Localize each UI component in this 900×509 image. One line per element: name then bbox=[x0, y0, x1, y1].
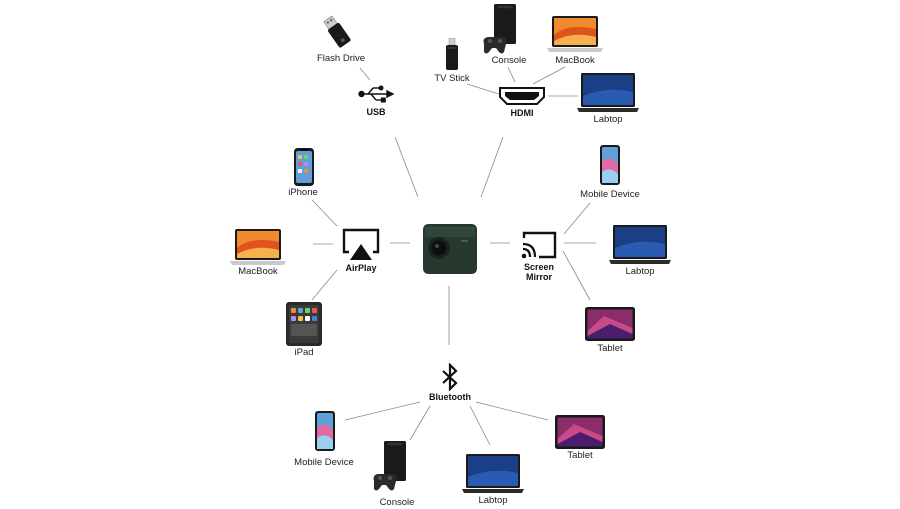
mobile-device-icon bbox=[315, 411, 335, 451]
device-label-macbook-hdmi: MacBook bbox=[555, 55, 595, 66]
device-label-tv-stick: TV Stick bbox=[434, 73, 470, 84]
device-label-console-bluetooth: Console bbox=[379, 497, 415, 508]
ipad-icon bbox=[286, 302, 322, 346]
laptop-icon bbox=[609, 225, 671, 264]
protocol-label-hdmi: HDMI bbox=[510, 108, 534, 118]
device-label-console-hdmi: Console bbox=[491, 55, 527, 66]
cast-icon bbox=[521, 231, 557, 259]
device-label-flash-drive: Flash Drive bbox=[316, 53, 366, 64]
bluetooth-icon bbox=[442, 363, 458, 391]
laptop-icon bbox=[577, 73, 639, 112]
device-label-tablet-mirror: Tablet bbox=[597, 343, 623, 354]
airplay-icon bbox=[342, 228, 380, 260]
console-icon bbox=[483, 4, 516, 54]
macbook-icon bbox=[230, 229, 286, 265]
device-label-mobile-device-mirror: Mobile Device bbox=[580, 189, 640, 200]
protocol-label-usb: USB bbox=[366, 107, 386, 117]
tv-stick-icon bbox=[446, 38, 458, 70]
usb-icon bbox=[358, 85, 394, 103]
protocol-label-bluetooth: Bluetooth bbox=[429, 392, 471, 402]
mobile-device-icon bbox=[600, 145, 620, 185]
device-label-macbook-airplay: MacBook bbox=[238, 266, 278, 277]
tablet-icon bbox=[585, 307, 635, 341]
device-label-tablet-bluetooth: Tablet bbox=[567, 450, 593, 461]
hdmi-icon bbox=[499, 87, 545, 105]
macbook-icon bbox=[547, 16, 603, 52]
projector-icon bbox=[423, 224, 477, 274]
device-label-ipad: iPad bbox=[294, 347, 314, 358]
protocol-label-screen-mirror-line2: Mirror bbox=[525, 272, 552, 282]
laptop-icon bbox=[462, 454, 524, 493]
device-label-iphone: iPhone bbox=[288, 187, 318, 198]
protocol-label-screen-mirror-line1: Screen bbox=[523, 262, 555, 272]
protocol-label-screen-mirror: Screen Mirror bbox=[524, 262, 554, 282]
tablet-icon bbox=[555, 415, 605, 449]
flash-drive-icon bbox=[323, 15, 351, 48]
device-label-laptop-mirror: Labtop bbox=[625, 266, 655, 277]
device-label-laptop-hdmi: Labtop bbox=[593, 114, 623, 125]
console-icon bbox=[373, 441, 406, 491]
device-label-mobile-device-bluetooth: Mobile Device bbox=[294, 457, 354, 468]
device-label-laptop-bluetooth: Labtop bbox=[478, 495, 508, 506]
iphone-icon bbox=[294, 148, 314, 186]
protocol-label-airplay: AirPlay bbox=[345, 263, 377, 273]
